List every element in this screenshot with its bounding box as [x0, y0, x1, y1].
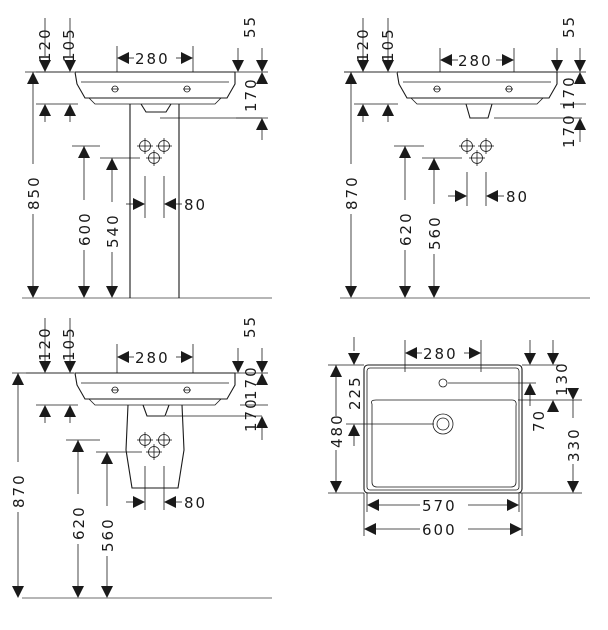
dim-225: 225	[346, 375, 364, 410]
dim-280: 280	[135, 349, 170, 367]
view-trap-cover-870: 120 105 280 55 170 170 870	[9, 315, 272, 599]
dim-560: 560	[426, 215, 444, 250]
dim-280: 280	[135, 50, 170, 68]
dim-870: 870	[10, 473, 28, 508]
dim-130: 130	[553, 361, 571, 396]
dim-170-a: 170	[242, 365, 260, 400]
dim-70: 70	[530, 409, 548, 432]
view-plan: 280 480 225 70 130 330	[327, 337, 583, 539]
dim-120: 120	[36, 27, 54, 62]
dim-105: 105	[379, 27, 397, 62]
dim-55: 55	[241, 315, 259, 338]
dim-105: 105	[60, 27, 78, 62]
dim-170-a: 170	[560, 75, 578, 110]
dim-105: 105	[60, 326, 78, 361]
dim-540: 540	[104, 213, 122, 248]
tap-hole-icon	[438, 378, 448, 388]
dim-850: 850	[25, 175, 43, 210]
dim-570: 570	[422, 497, 457, 515]
dim-120: 120	[354, 27, 372, 62]
dim-120: 120	[36, 326, 54, 361]
dim-480: 480	[328, 413, 346, 448]
dim-280: 280	[423, 345, 458, 363]
dim-560: 560	[99, 517, 117, 552]
dim-80: 80	[184, 494, 207, 512]
dim-330: 330	[565, 427, 583, 462]
view-pedestal-850: 120 105 280 55 170 850	[22, 15, 272, 299]
dim-280: 280	[458, 52, 493, 70]
dim-870: 870	[343, 175, 361, 210]
dim-620: 620	[70, 505, 88, 540]
dim-600: 600	[422, 521, 457, 539]
dim-80: 80	[184, 196, 207, 214]
dim-55: 55	[560, 15, 578, 38]
dim-80: 80	[506, 188, 529, 206]
dim-170: 170	[242, 77, 260, 112]
dim-620: 620	[397, 211, 415, 246]
view-wall-870: 120 105 280 55 170 170 870	[340, 15, 590, 299]
drain-icon	[432, 413, 454, 435]
dim-55: 55	[241, 15, 259, 38]
dim-170-b: 170	[242, 397, 260, 432]
dim-170-b: 170	[560, 113, 578, 148]
dim-600: 600	[76, 211, 94, 246]
